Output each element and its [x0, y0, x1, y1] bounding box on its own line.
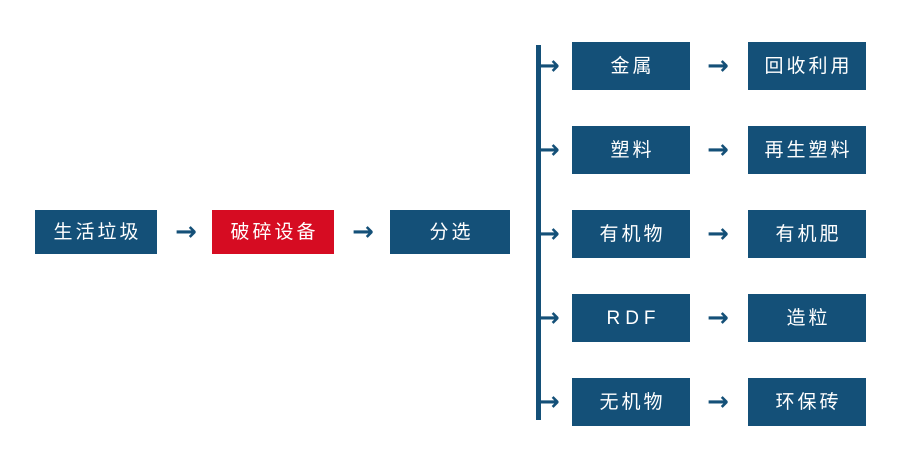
arrow-branch-1: →	[707, 135, 729, 165]
node-main-1[interactable]: 破碎设备	[212, 210, 334, 254]
arrow-branch-2: →	[707, 219, 729, 249]
arrow-branch-3: →	[707, 303, 729, 333]
node-output-1-label: 塑料	[610, 139, 655, 161]
node-product-3[interactable]: 造粒	[748, 294, 866, 342]
node-product-3-label: 造粒	[786, 307, 831, 329]
node-output-0-label: 金属	[610, 55, 655, 77]
node-product-1[interactable]: 再生塑料	[748, 126, 866, 174]
node-product-4[interactable]: 环保砖	[748, 378, 866, 426]
node-product-2-label: 有机肥	[775, 223, 842, 245]
node-product-4-label: 环保砖	[775, 391, 842, 413]
node-output-0[interactable]: 金属	[572, 42, 690, 90]
split-bracket-stem	[536, 45, 541, 420]
arrow-branch-4: →	[707, 387, 729, 417]
node-output-3[interactable]: RDF	[572, 294, 690, 342]
branch-arrow-2: →	[538, 219, 560, 249]
node-main-0[interactable]: 生活垃圾	[35, 210, 157, 254]
node-product-1-label: 再生塑料	[764, 139, 853, 161]
node-product-0[interactable]: 回收利用	[748, 42, 866, 90]
arrow-main-0: →	[175, 217, 197, 247]
branch-arrow-0: →	[538, 51, 560, 81]
node-main-1-label: 破碎设备	[230, 221, 319, 243]
arrow-branch-0: →	[707, 51, 729, 81]
node-output-4[interactable]: 无机物	[572, 378, 690, 426]
node-output-4-label: 无机物	[599, 391, 666, 413]
branch-arrow-3: →	[538, 303, 560, 333]
node-main-2[interactable]: 分选	[390, 210, 510, 254]
branch-arrow-1: →	[538, 135, 560, 165]
node-output-2-label: 有机物	[599, 223, 666, 245]
node-main-0-label: 生活垃圾	[53, 221, 142, 243]
arrow-main-1: →	[352, 217, 374, 247]
branch-arrow-4: →	[538, 387, 560, 417]
node-main-2-label: 分选	[429, 221, 474, 243]
node-product-0-label: 回收利用	[764, 55, 853, 77]
node-output-2[interactable]: 有机物	[572, 210, 690, 258]
node-product-2[interactable]: 有机肥	[748, 210, 866, 258]
node-output-3-label: RDF	[606, 307, 661, 329]
node-output-1[interactable]: 塑料	[572, 126, 690, 174]
